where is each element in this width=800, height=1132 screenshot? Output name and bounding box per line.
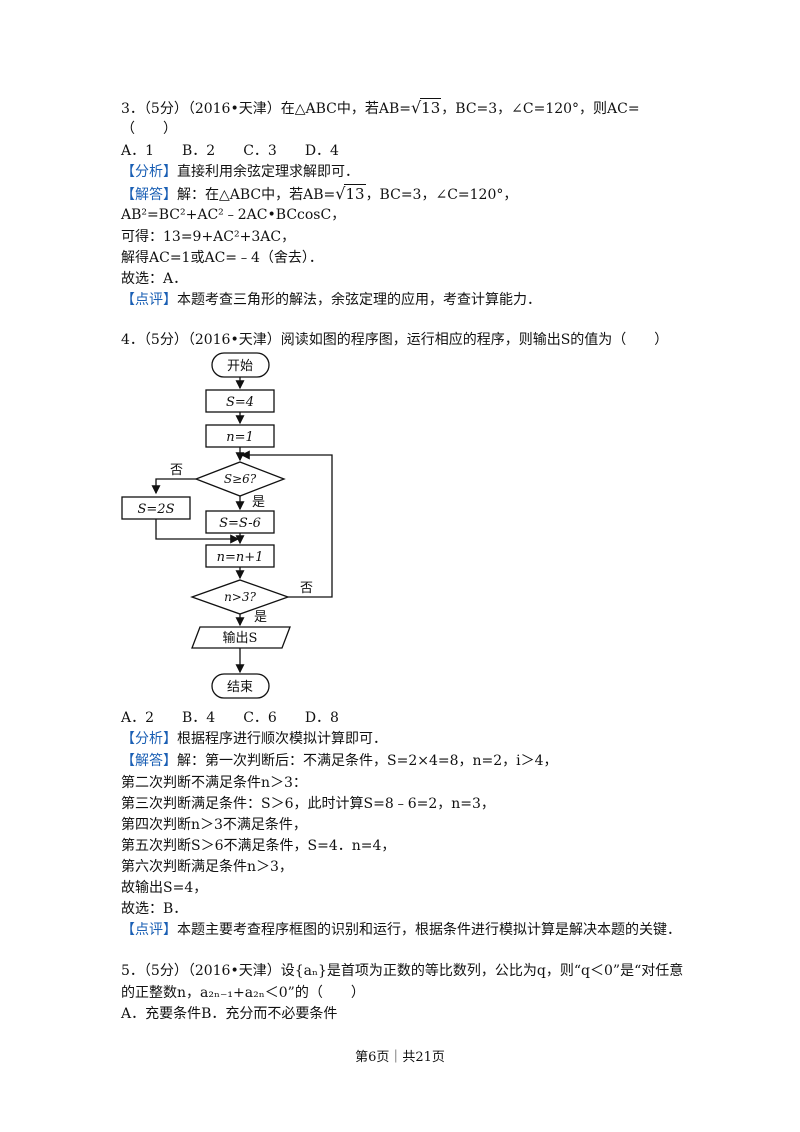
q3-solution-5: 故选：A．: [121, 271, 188, 287]
q4-options: A．2 B．4 C．6 D．8: [121, 710, 339, 726]
q3-paren: （ ）: [121, 121, 177, 137]
end-terminal: [211, 673, 270, 699]
q3-comment: 【点评】本题考查三角形的解法，余弦定理的应用，考查计算能力．: [121, 292, 541, 308]
s-init-label: S=4: [226, 395, 254, 410]
s-minus-label: S=S-6: [219, 516, 261, 531]
output-label: 输出S: [223, 630, 258, 646]
q3-analysis: 【分析】直接利用余弦定理求解即可．: [121, 164, 359, 180]
q4-solution-5: 第五次判断S＞6不满足条件，S=4．n=4，: [121, 838, 396, 854]
cond2-label: n>3?: [224, 590, 256, 604]
q3-options: A．1 B．2 C．3 D．4: [121, 143, 339, 159]
q4-solution-4: 第四次判断n＞3不满足条件，: [121, 817, 307, 833]
q4-solution-6: 第六次判断满足条件n＞3，: [121, 859, 293, 875]
q5-option-line: A．充要条件B．充分而不必要条件: [121, 1006, 338, 1022]
q4-solution-2: 第二次判断不满足条件n＞3：: [121, 775, 307, 791]
n-init-label: n=1: [226, 430, 254, 445]
q3-solution-3: 可得：13=9+AC²+3AC，: [121, 229, 296, 245]
q4-solution-1: 【解答】解：第一次判断后：不满足条件，S=2×4=8，n=2，i＞4，: [121, 753, 558, 769]
q3-solution-1: 【解答】解：在△ABC中，若AB=√13，BC=3，∠C=120°，: [121, 184, 518, 203]
s-double-label: S=2S: [138, 502, 175, 517]
yes2-label: 是: [254, 610, 267, 625]
q4-solution-3: 第三次判断满足条件：S＞6，此时计算S=8﹣6=2，n=3，: [121, 796, 495, 812]
q3-solution-4: 解得AC=1或AC=﹣4（舍去）．: [121, 250, 323, 266]
q5-stem-2: 的正整数n，a₂ₙ₋₁+a₂ₙ＜0”的（ ）: [121, 985, 365, 1001]
cond1-label: S≥6?: [224, 472, 257, 486]
q4-comment: 【点评】本题主要考查程序框图的识别和运行，根据条件进行模拟计算是解决本题的关键．: [121, 922, 681, 938]
q3-stem: 3．（5分）（2016•天津）在△ABC中，若AB=√13，BC=3，∠C=12…: [121, 98, 640, 117]
q4-stem: 4．（5分）（2016•天津）阅读如图的程序图，运行相应的程序，则输出S的值为（…: [121, 332, 669, 348]
output-parallelogram: [191, 626, 291, 649]
page-footer: 第6页｜共21页: [355, 1050, 445, 1065]
q3-solution-2: AB²=BC²+AC²﹣2AC•BCcosC，: [121, 207, 346, 223]
flowchart: 开始 S=4 n=1 S≥6? 否 是 S=2S S=S-6 n=n+1 n>3…: [121, 352, 333, 699]
yes1-label: 是: [252, 495, 265, 510]
no1-label: 否: [170, 463, 183, 478]
q4-solution-8: 故选：B．: [121, 901, 188, 917]
q4-analysis: 【分析】根据程序进行顺次模拟计算即可．: [121, 731, 387, 747]
end-label: 结束: [227, 680, 253, 695]
q4-solution-7: 故输出S=4，: [121, 880, 208, 896]
q5-stem-1: 5．（5分）（2016•天津）设{aₙ}是首项为正数的等比数列，公比为q，则“q…: [121, 963, 684, 979]
n-inc-label: n=n+1: [217, 550, 264, 565]
sqrt-13: 13: [420, 98, 442, 117]
no2-label: 否: [300, 581, 313, 596]
start-label: 开始: [227, 359, 253, 374]
